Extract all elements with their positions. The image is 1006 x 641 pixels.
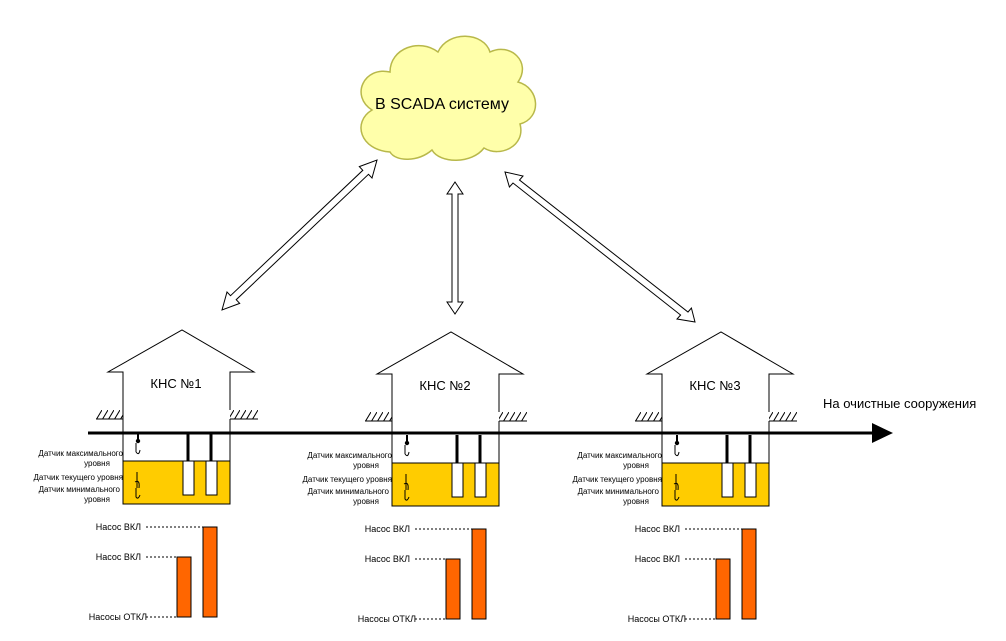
pump-on-high-label: Насос ВКЛ xyxy=(365,524,410,534)
sensor-current-label: Датчик текущего уровня xyxy=(573,475,663,484)
double-arrow-right xyxy=(504,171,696,323)
main-pipeline: На очистные сооружения xyxy=(88,396,976,443)
pump-on-high-label: Насос ВКЛ xyxy=(635,524,680,534)
sensor-mount xyxy=(674,440,680,446)
scada-link-2 xyxy=(446,181,464,315)
min-level-float xyxy=(674,490,680,501)
sensor-min-label-line2: уровня xyxy=(623,497,649,506)
pumps-off-label: Насосы ОТКЛ xyxy=(628,614,686,624)
pump-1 xyxy=(721,462,734,498)
ground-hatch-right xyxy=(230,410,258,419)
sensor-current-label: Датчик текущего уровня xyxy=(34,473,124,482)
pumps-off-label: Насосы ОТКЛ xyxy=(358,614,416,624)
pump2-range-bar xyxy=(471,528,487,620)
sensor-mount xyxy=(135,438,141,444)
pump-1 xyxy=(182,460,195,496)
sensor-min-label-line2: уровня xyxy=(84,495,110,504)
house-outline xyxy=(106,329,256,435)
pump2-range-bar xyxy=(741,528,757,620)
sensor-min-label-line2: уровня xyxy=(353,497,379,506)
ground-hatch-left xyxy=(635,412,662,421)
pump-2 xyxy=(474,462,487,498)
station-title: КНС №1 xyxy=(150,376,201,391)
min-level-float xyxy=(404,490,410,501)
sensor-max-label-line2: уровня xyxy=(353,461,379,470)
house-outline xyxy=(645,331,795,437)
station-title: КНС №2 xyxy=(419,378,470,393)
sensor-max-label-line1: Датчик максимального xyxy=(577,451,662,460)
ground-hatch-left xyxy=(365,412,392,421)
sensor-min-label-line1: Датчик минимального xyxy=(308,487,390,496)
pump-2 xyxy=(744,462,757,498)
pipe-arrowhead xyxy=(872,423,893,443)
station-title: КНС №3 xyxy=(689,378,740,393)
max-level-float xyxy=(135,443,141,455)
pump-on-low-label: Насос ВКЛ xyxy=(635,554,680,564)
sensor-current-label: Датчик текущего уровня xyxy=(303,475,393,484)
outlet-label: На очистные сооружения xyxy=(823,396,976,411)
sensor-max-label-line2: уровня xyxy=(623,461,649,470)
ground-hatch-right xyxy=(769,412,797,421)
house-outline xyxy=(375,331,525,437)
double-arrow-center xyxy=(446,181,464,315)
pump-on-low-label: Насос ВКЛ xyxy=(365,554,410,564)
scada-link-1 xyxy=(221,159,378,311)
sensor-mount xyxy=(404,440,410,446)
ground-hatch-left xyxy=(96,410,123,419)
sensor-max-label-line2: уровня xyxy=(84,459,110,468)
double-arrow-left xyxy=(221,159,378,311)
ground-hatch-right xyxy=(499,412,527,421)
pump-1 xyxy=(451,462,464,498)
cloud-shape xyxy=(360,35,537,161)
max-level-float xyxy=(404,445,410,457)
pumps-off-label: Насосы ОТКЛ xyxy=(89,612,147,622)
pump1-range-bar xyxy=(445,558,461,620)
sensor-min-label-line1: Датчик минимального xyxy=(578,487,660,496)
sensor-max-label-line1: Датчик максимального xyxy=(307,451,392,460)
pump-on-high-label: Насос ВКЛ xyxy=(96,522,141,532)
scada-link-3 xyxy=(504,171,696,323)
pump1-range-bar xyxy=(176,556,192,618)
pump2-range-bar xyxy=(202,526,218,618)
current-level-sensor xyxy=(403,474,409,491)
min-level-float xyxy=(135,488,141,499)
current-level-sensor xyxy=(134,472,140,489)
sensor-max-label-line1: Датчик максимального xyxy=(38,449,123,458)
cloud-label: В SCADA систему xyxy=(375,96,509,113)
pump-2 xyxy=(205,460,218,496)
pump-on-low-label: Насос ВКЛ xyxy=(96,552,141,562)
sensor-min-label-line1: Датчик минимального xyxy=(39,485,121,494)
max-level-float xyxy=(674,445,680,457)
pump1-range-bar xyxy=(715,558,731,620)
scada-cloud: В SCADA систему xyxy=(360,35,537,161)
current-level-sensor xyxy=(673,474,679,491)
